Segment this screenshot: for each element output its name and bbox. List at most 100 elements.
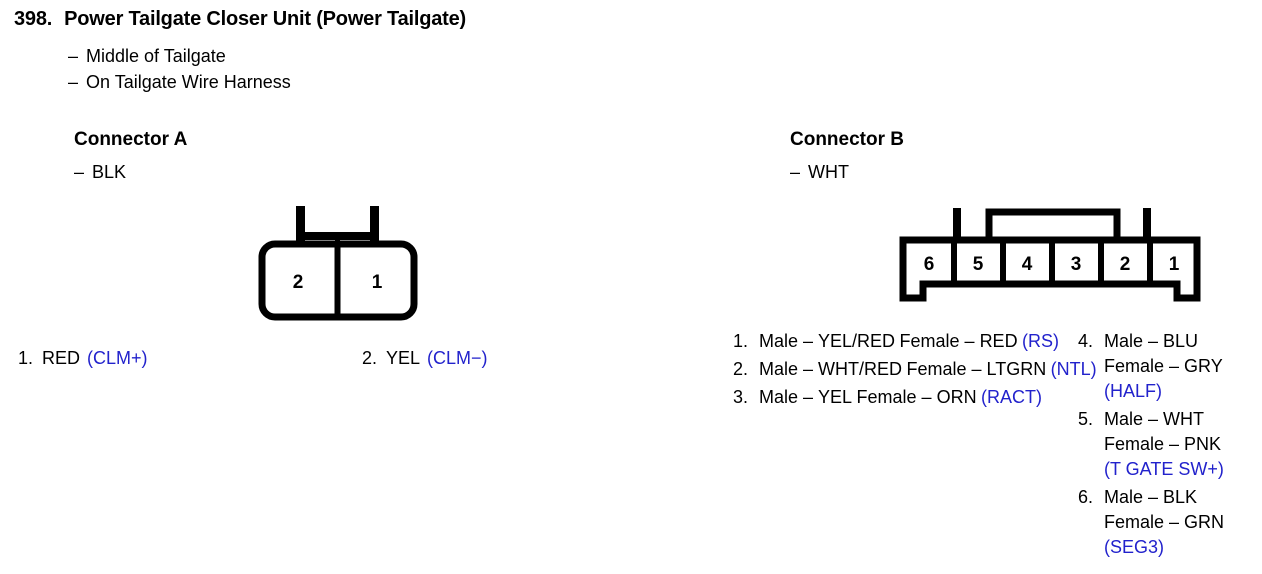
pin-wire-color: YEL <box>386 348 421 368</box>
connector-b-pin-1: 1. Male–YEL/RED Female–RED (RS) <box>733 329 1097 354</box>
separator-dash: – <box>803 387 814 407</box>
location-list: –Middle of Tailgate –On Tailgate Wire Ha… <box>68 43 291 95</box>
connector-b-pin-list-right: 4. Male–BLU Female–GRY (HALF) 5. Male–WH… <box>1078 329 1262 563</box>
bullet-dash: – <box>68 72 79 92</box>
connector-b-pin-5: 5. Male–WHT Female–PNK (T GATE SW+) <box>1078 407 1262 482</box>
connector-b-pin-list-left: 1. Male–YEL/RED Female–RED (RS) 2. Male–… <box>733 329 1097 413</box>
pin-female-line: Female–LTGRN <box>906 359 1046 379</box>
male-label: Male <box>759 331 799 351</box>
pin-index: 5. <box>1078 409 1094 429</box>
page-title: 398. Power Tailgate Closer Unit (Power T… <box>14 8 466 31</box>
male-wire-color: YEL/RED <box>818 331 896 351</box>
separator-dash: – <box>1169 512 1180 532</box>
pin-female-line: Female–GRY <box>1104 356 1223 376</box>
connector-b-pin-4: 4. Male–BLU Female–GRY (HALF) <box>1078 329 1262 404</box>
entry-number: 398. <box>14 8 53 30</box>
pin-index: 1. <box>18 348 34 368</box>
pin-signal-name: (RS) <box>1022 331 1060 351</box>
connector-b-cavity-label: 6 <box>924 254 935 275</box>
pin-signal-name: (NTL) <box>1050 359 1097 379</box>
pin-wire-color: RED <box>42 348 81 368</box>
pin-index: 1. <box>733 331 749 351</box>
connector-b-housing-color: –WHT <box>790 162 849 183</box>
female-wire-color: ORN <box>936 387 977 407</box>
female-label: Female <box>1104 434 1165 454</box>
pin-detail: Male–WHT Female–PNK (T GATE SW+) <box>1104 407 1262 482</box>
location-text: Middle of Tailgate <box>86 46 226 66</box>
pin-index: 2. <box>733 359 749 379</box>
bullet-dash: – <box>790 162 801 182</box>
female-label: Female <box>906 359 967 379</box>
connector-b-heading: Connector B <box>790 129 904 150</box>
female-wire-color: LTGRN <box>986 359 1047 379</box>
entry-title: Power Tailgate Closer Unit (Power Tailga… <box>64 8 466 30</box>
separator-dash: – <box>1148 487 1159 507</box>
male-label: Male <box>1104 409 1144 429</box>
separator-dash: – <box>921 387 932 407</box>
pin-male-line: Male–WHT <box>1104 409 1204 429</box>
male-label: Male <box>759 387 799 407</box>
pin-female-line: Female–RED <box>900 331 1018 351</box>
separator-dash: – <box>1148 409 1159 429</box>
separator-dash: – <box>803 331 814 351</box>
male-wire-color: WHT <box>1163 409 1205 429</box>
female-wire-color: RED <box>979 331 1018 351</box>
pin-detail: Male–BLU Female–GRY (HALF) <box>1104 329 1262 404</box>
connector-a-cavity-label: 1 <box>372 272 383 293</box>
connector-a-pin-2: 2. YEL (CLM−) <box>362 348 488 369</box>
pin-index: 3. <box>733 387 749 407</box>
pin-index: 6. <box>1078 487 1094 507</box>
pin-signal-name: (RACT) <box>981 387 1043 407</box>
pin-signal-name: (CLM−) <box>427 348 488 368</box>
connector-b-pin-2: 2. Male–WHT/RED Female–LTGRN (NTL) <box>733 357 1097 382</box>
separator-dash: – <box>803 359 814 379</box>
female-wire-color: GRN <box>1184 512 1225 532</box>
location-item: –On Tailgate Wire Harness <box>68 69 291 95</box>
bullet-dash: – <box>68 46 79 66</box>
separator-dash: – <box>971 359 982 379</box>
connector-a-housing-color: –BLK <box>74 162 126 183</box>
location-text: On Tailgate Wire Harness <box>86 72 291 92</box>
connector-b-cavity-label: 3 <box>1071 254 1082 275</box>
pin-detail: Male–YEL Female–ORN (RACT) <box>759 385 1042 410</box>
connector-b-cavity-label: 1 <box>1169 254 1180 275</box>
male-wire-color: BLK <box>1163 487 1198 507</box>
female-wire-color: PNK <box>1184 434 1222 454</box>
male-label: Male <box>1104 331 1144 351</box>
female-label: Female <box>1104 356 1165 376</box>
separator-dash: – <box>964 331 975 351</box>
connector-b-cavity-label: 5 <box>973 254 984 275</box>
female-label: Female <box>856 387 917 407</box>
pin-signal-name: (CLM+) <box>87 348 148 368</box>
location-item: –Middle of Tailgate <box>68 43 291 69</box>
female-wire-color: GRY <box>1184 356 1223 376</box>
connector-b-diagram: 6 5 4 3 2 1 <box>885 198 1215 316</box>
pin-detail: Male–WHT/RED Female–LTGRN (NTL) <box>759 357 1097 382</box>
pin-male-line: Male–BLU <box>1104 331 1198 351</box>
female-label: Female <box>1104 512 1165 532</box>
male-label: Male <box>759 359 799 379</box>
pin-female-line: Female–PNK <box>1104 434 1221 454</box>
connector-a-cavity-label: 2 <box>293 272 304 293</box>
connector-b-pin-3: 3. Male–YEL Female–ORN (RACT) <box>733 385 1097 410</box>
pin-detail: Male–BLK Female–GRN (SEG3) <box>1104 485 1262 560</box>
connector-b-pin-6: 6. Male–BLK Female–GRN (SEG3) <box>1078 485 1262 560</box>
female-label: Female <box>899 331 960 351</box>
connector-b-cavity-label: 2 <box>1120 254 1131 275</box>
pin-male-line: Male–BLK <box>1104 487 1197 507</box>
bullet-dash: – <box>74 162 85 182</box>
connector-a-diagram: 2 1 <box>252 200 427 325</box>
connector-a-color-text: BLK <box>92 162 127 182</box>
connector-b-cavity-label: 4 <box>1022 254 1033 275</box>
pin-index: 2. <box>362 348 378 368</box>
separator-dash: – <box>1148 331 1159 351</box>
pin-signal-name: (HALF) <box>1104 381 1162 401</box>
male-label: Male <box>1104 487 1144 507</box>
male-wire-color: WHT/RED <box>818 359 903 379</box>
pin-female-line: Female–ORN <box>857 387 977 407</box>
separator-dash: – <box>1169 356 1180 376</box>
connector-a-heading: Connector A <box>74 129 188 150</box>
pin-male-line: Male–YEL/RED <box>759 331 895 351</box>
pin-male-line: Male–WHT/RED <box>759 359 902 379</box>
